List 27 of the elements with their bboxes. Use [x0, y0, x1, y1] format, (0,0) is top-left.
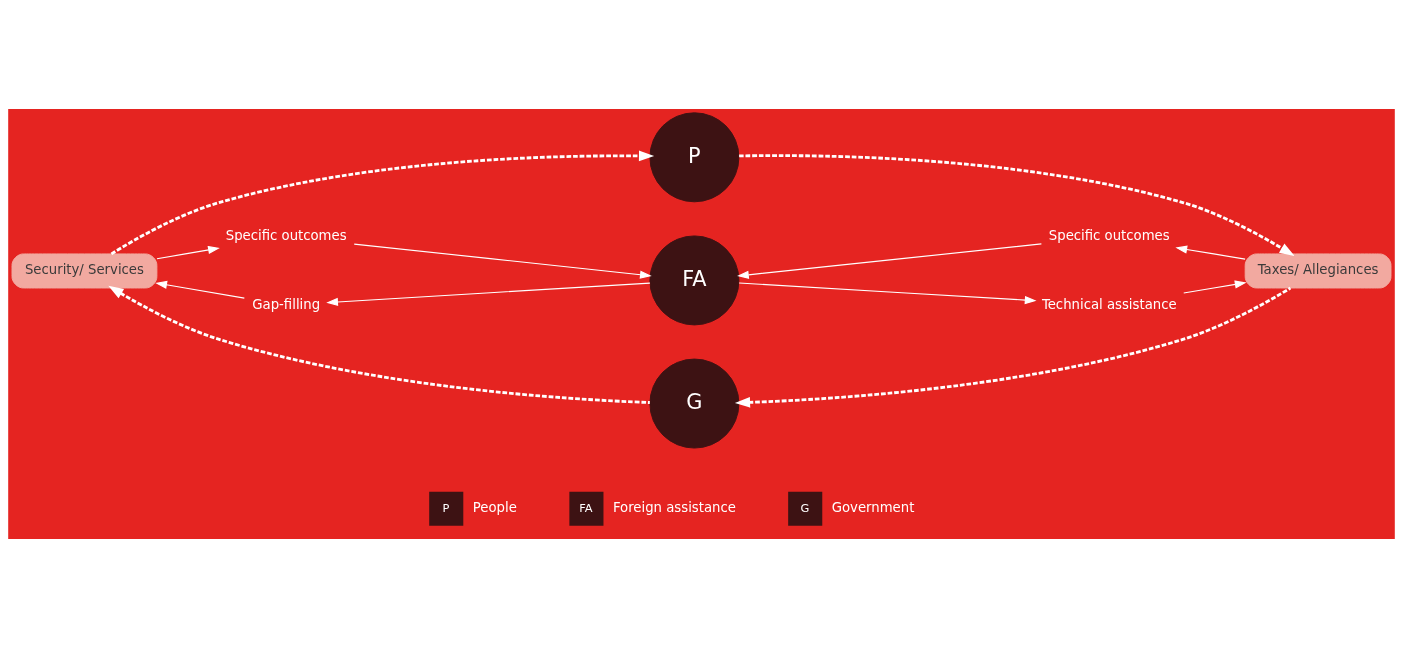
node-text: Specific outcomes — [1048, 228, 1170, 244]
legend-label: People — [472, 500, 517, 516]
arrow — [156, 245, 220, 260]
node-circle: FA — [649, 235, 740, 326]
node-text: Gap-filling — [252, 296, 321, 312]
node-circle: G — [649, 358, 740, 449]
label: G — [800, 500, 810, 515]
arrow — [739, 154, 1295, 257]
arrow — [734, 286, 1292, 408]
arrow — [155, 280, 245, 299]
arrow — [353, 243, 652, 279]
arrow — [108, 285, 650, 404]
label: P — [442, 500, 450, 515]
legend-label: Government — [831, 500, 915, 516]
node-box: Security/ Services — [11, 253, 158, 289]
node-box: Taxes/ Allegiances — [1244, 253, 1392, 289]
arrow — [110, 150, 655, 256]
arrow — [1175, 245, 1246, 260]
label: FA — [579, 500, 593, 515]
node-circle: P — [649, 112, 740, 203]
node-text: Specific outcomes — [225, 228, 347, 244]
arrow — [1183, 280, 1247, 294]
arrow — [737, 243, 1042, 279]
legend-label: Foreign assistance — [612, 500, 736, 516]
arrow — [738, 282, 1037, 305]
node-text: Technical assistance — [1041, 296, 1177, 312]
arrow — [326, 282, 651, 307]
